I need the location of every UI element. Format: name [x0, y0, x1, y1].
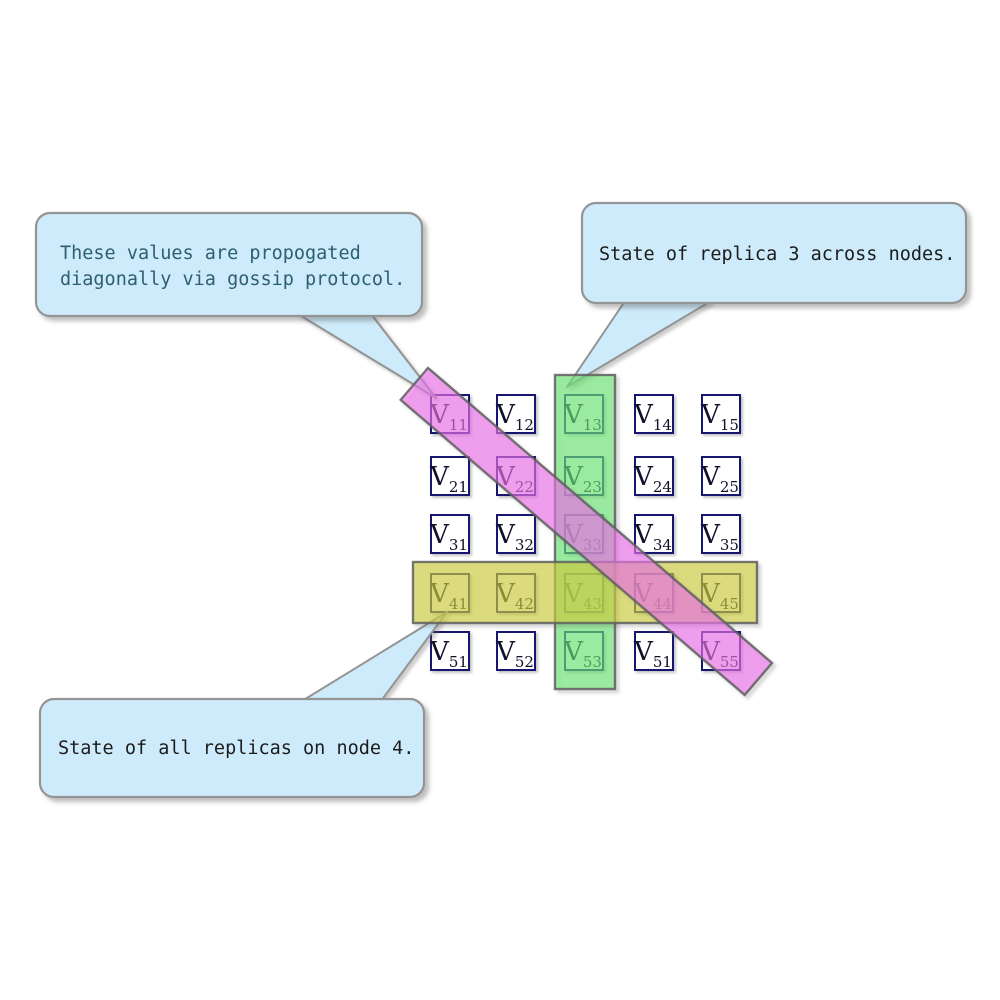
- grid-cell-box: [634, 514, 674, 554]
- callout-node4-box: [38, 697, 426, 799]
- grid-cell-box: [430, 456, 470, 496]
- grid-cell-V34-r3c4: V34: [633, 514, 674, 554]
- grid-cell-label: V15: [700, 400, 739, 434]
- grid-cell-V51-r5c1: V51: [429, 631, 470, 671]
- grid-cell-label: V31: [429, 520, 468, 554]
- grid-cell-box: [701, 456, 741, 496]
- callout-replica3: State of replica 3 across nodes.: [580, 201, 968, 305]
- grid-cell-V25-r2c5: V25: [700, 456, 741, 496]
- callout-pointers: [297, 300, 712, 702]
- grid-cell-box: [496, 514, 536, 554]
- callout-pointer-node4: [301, 611, 448, 702]
- grid-cell-box: [430, 514, 470, 554]
- grid-cell-box: [634, 456, 674, 496]
- grid-cell-V24-r2c4: V24: [633, 456, 674, 496]
- grid-cell-subscript: 14: [653, 416, 672, 434]
- grid-cell-subscript: 24: [653, 478, 672, 496]
- callout-node4-text: State of all replicas on node 4.: [58, 738, 414, 759]
- grid-cell-subscript: 52: [515, 653, 534, 671]
- grid-cell-V12-r1c2: V12: [495, 394, 536, 434]
- grid-cell-V21-r2c1: V21: [429, 456, 470, 496]
- grid-cell-subscript: 31: [449, 536, 468, 554]
- grid-cell-subscript: 12: [515, 416, 534, 434]
- grid-cell-subscript: 15: [720, 416, 739, 434]
- grid-cell-box: [496, 631, 536, 671]
- grid-cell-V15-r1c5: V15: [700, 394, 741, 434]
- grid-cell-V31-r3c1: V31: [429, 514, 470, 554]
- callout-node4: State of all replicas on node 4.: [38, 697, 426, 799]
- grid-cell-V35-r3c5: V35: [700, 514, 741, 554]
- grid-cell-box: [634, 394, 674, 434]
- grid-cell-subscript: 21: [449, 478, 468, 496]
- callout-gossip-line1: These values are propogated: [60, 243, 361, 264]
- callout-gossip-box: [34, 211, 424, 318]
- grid-cell-V14-r1c4: V14: [633, 394, 674, 434]
- callout-gossip-line2: diagonally via gossip protocol.: [60, 269, 405, 290]
- callout-replica3-box: [580, 201, 968, 305]
- grid-cell-subscript: 32: [515, 536, 534, 554]
- grid-cell-subscript: 35: [720, 536, 739, 554]
- band-gossip-diagonal: [399, 366, 774, 697]
- grid-cell-box: [701, 514, 741, 554]
- highlight-bands: [399, 366, 774, 697]
- grid-cell-box: [701, 394, 741, 434]
- grid-cell-subscript: 51: [653, 653, 672, 671]
- callout-gossip-text: These values are propogated diagonally v…: [60, 243, 405, 290]
- grid-cell-box: [430, 631, 470, 671]
- grid-cell-subscript: 51: [449, 653, 468, 671]
- callout-replica3-text: State of replica 3 across nodes.: [599, 244, 955, 265]
- grid-cell-subscript: 25: [720, 478, 739, 496]
- grid-cell-label: V32: [495, 520, 534, 554]
- grid-cell-V51-r5c4: V51: [633, 631, 674, 671]
- callout-gossip: These values are propogated diagonally v…: [34, 211, 424, 318]
- grid-cell-subscript: 34: [653, 536, 672, 554]
- grid-cell-box: [496, 394, 536, 434]
- grid-cell-V32-r3c2: V32: [495, 514, 536, 554]
- grid-cell-box: [634, 631, 674, 671]
- grid-cell-V52-r5c2: V52: [495, 631, 536, 671]
